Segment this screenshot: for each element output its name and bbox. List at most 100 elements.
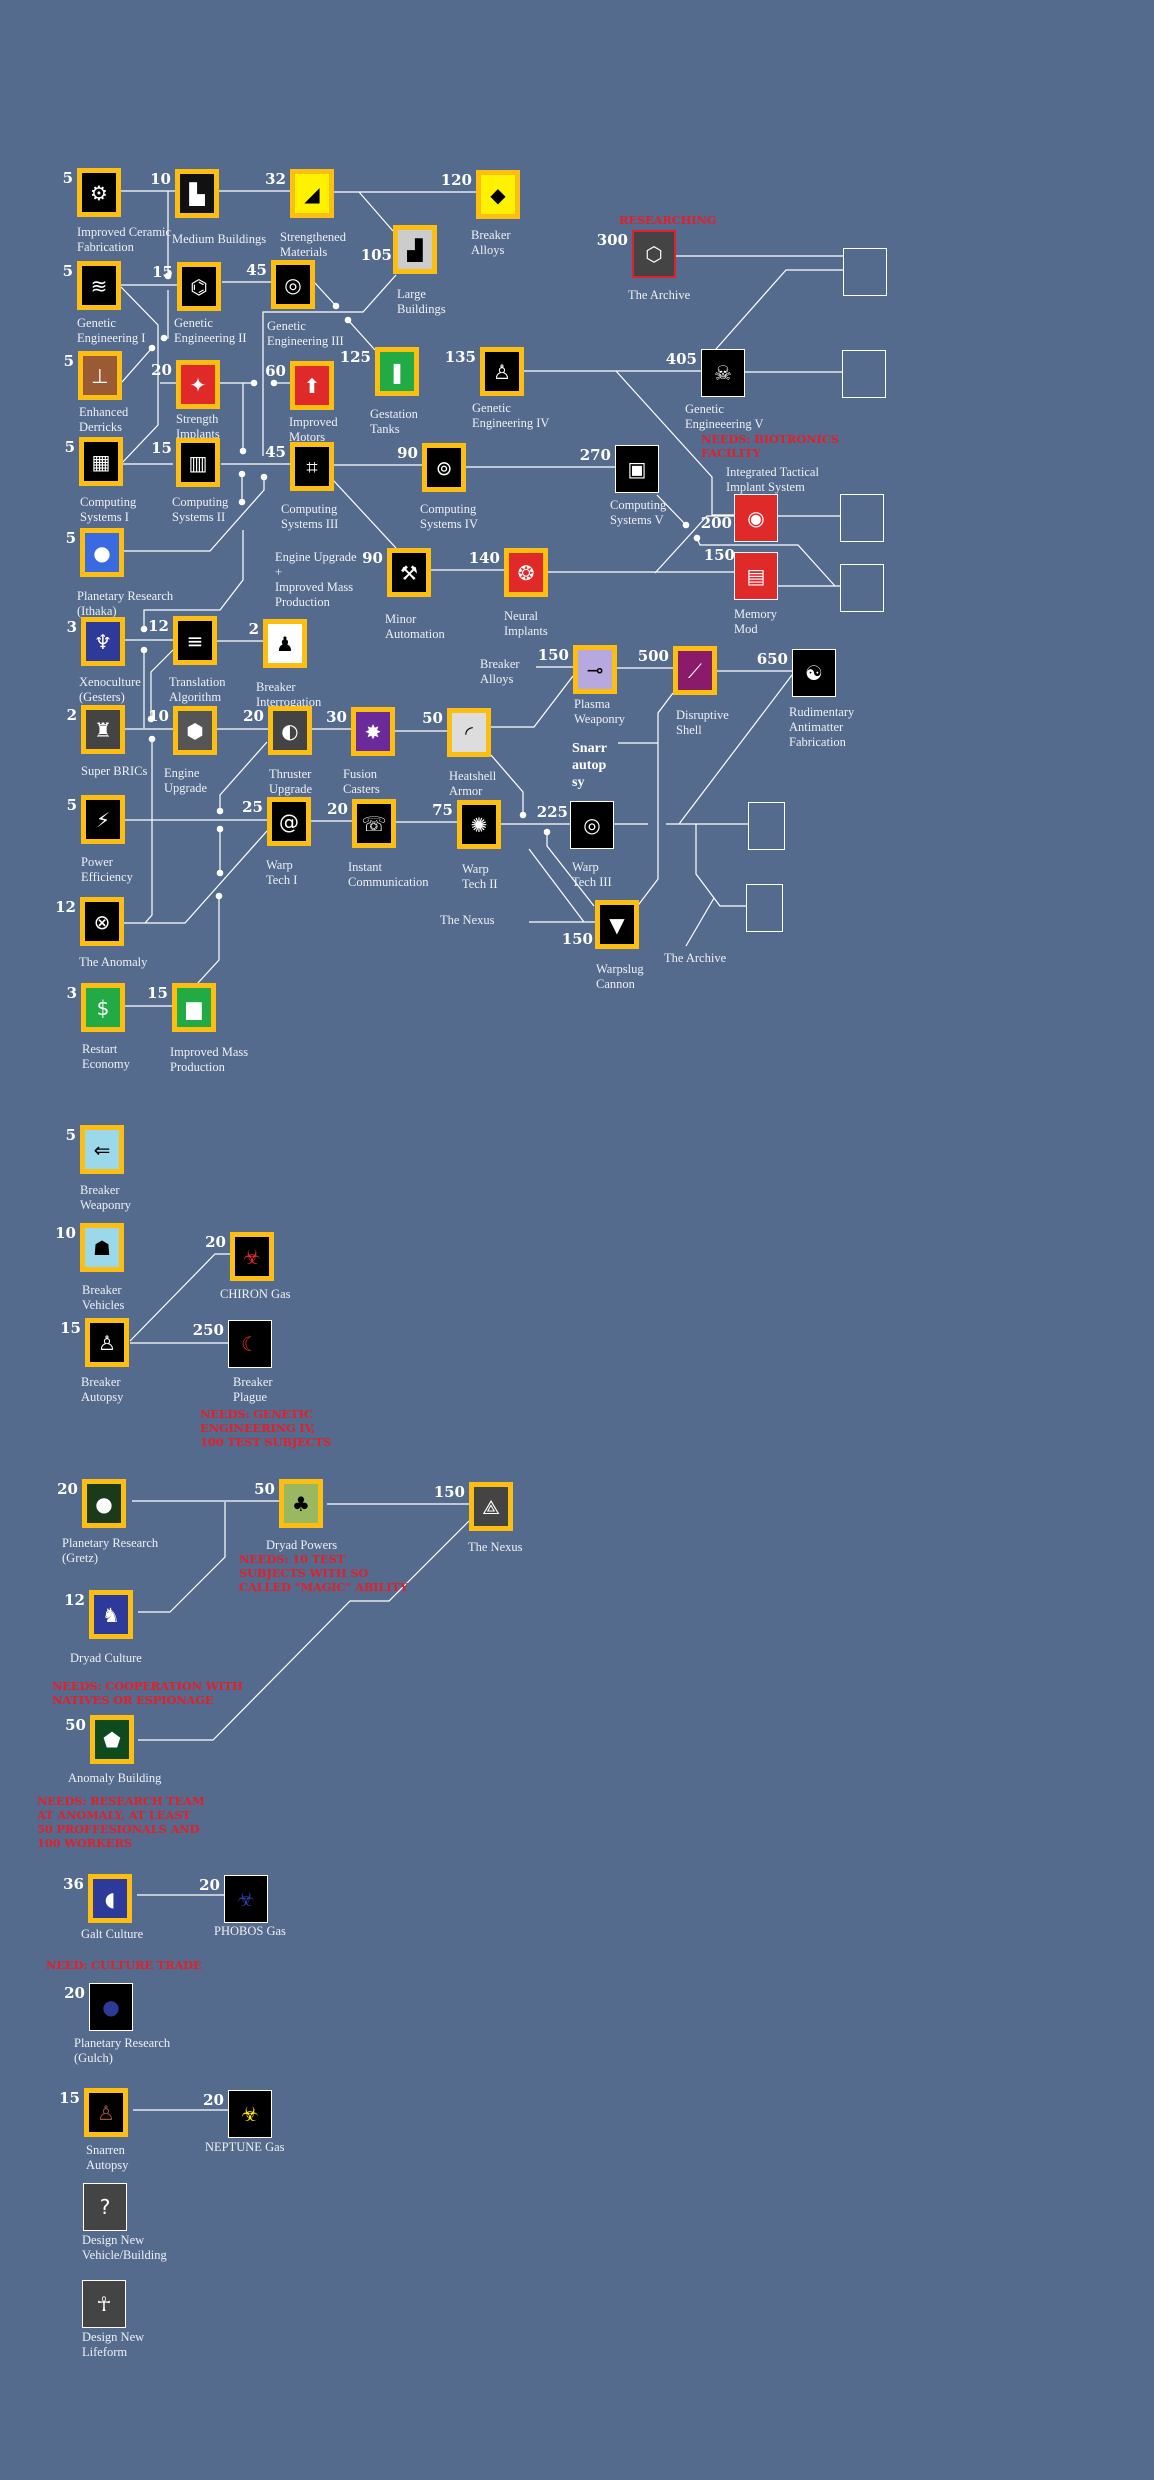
tech-node-anomaly-building[interactable]: ⬟ xyxy=(90,1715,134,1764)
tech-label: Large Buildings xyxy=(397,287,446,316)
tech-node-planetary-research-gretz[interactable]: ● xyxy=(82,1479,126,1528)
research-cost: 270 xyxy=(579,446,611,464)
tech-node-super-brics[interactable]: ♜ xyxy=(81,705,125,754)
tech-node-gestation-tanks[interactable]: ❚ xyxy=(375,347,419,396)
tech-node-breaker-weaponry[interactable]: ⇐ xyxy=(80,1125,124,1174)
tech-node-computing-systems-iv[interactable]: ⊚ xyxy=(422,443,466,492)
research-cost: 15 xyxy=(152,263,173,281)
tech-label: Genetic Engineering III xyxy=(267,319,344,348)
tech-node-power-efficiency[interactable]: ⚡ xyxy=(81,795,125,844)
tech-node-design-new-lifeform[interactable]: ☥ xyxy=(82,2280,126,2328)
tech-node-improved-ceramic-fabrication[interactable]: ⚙ xyxy=(77,168,121,217)
tech-label: Engine Upgrade xyxy=(164,766,208,795)
starburst-icon: ✺ xyxy=(462,805,496,844)
tech-node-large-buildings[interactable]: ▟ xyxy=(393,225,437,274)
tech-node-breaker-vehicles[interactable]: ☗ xyxy=(80,1223,124,1272)
tech-node-phobos-gas[interactable]: ☣ xyxy=(224,1875,268,1923)
tech-node-genetic-engineering-i[interactable]: ≋ xyxy=(77,261,121,310)
glyphs-icon: ⟁ xyxy=(474,1487,508,1526)
tech-node-planetary-research-gulch[interactable]: ● xyxy=(89,1983,133,2031)
tech-node-warpslug-cannon[interactable]: ▼ xyxy=(595,900,639,949)
circuit-icon: ▦ xyxy=(84,442,118,481)
tech-label: Memory Mod xyxy=(734,607,778,636)
tech-node-genetic-engineeering-v[interactable]: ☠ xyxy=(701,349,745,397)
tech-node-strengthened-materials[interactable]: ◢ xyxy=(290,169,334,218)
tech-node-neural-implants[interactable]: ❂ xyxy=(504,548,548,597)
tech-node-translation-algorithm[interactable]: ≡ xyxy=(173,616,217,665)
tech-node-rudimentary-antimatter-fabrication[interactable]: ☯ xyxy=(792,649,836,697)
tech-node-genetic-engineering-iv[interactable]: ♙ xyxy=(480,347,524,396)
unknown-tech-slot[interactable] xyxy=(840,564,884,612)
tech-node-strength-implants[interactable]: ✦ xyxy=(176,360,220,409)
tech-node-chiron-gas[interactable]: ☣ xyxy=(230,1232,274,1281)
tech-label: Design New Vehicle/Building xyxy=(82,2233,167,2262)
research-cost: 300 xyxy=(596,231,628,249)
connection-line xyxy=(138,1502,226,1613)
molecule-icon: ⌬ xyxy=(182,267,216,306)
snarren-corpse-icon: ♙ xyxy=(89,2093,123,2132)
tech-node-breaker-plague[interactable]: ☾ xyxy=(228,1320,272,1368)
research-cost: 20 xyxy=(205,1233,226,1251)
unknown-tech-slot[interactable] xyxy=(746,884,783,932)
tech-node-restart-economy[interactable]: $ xyxy=(81,983,125,1032)
tech-node-fusion-casters[interactable]: ✸ xyxy=(351,707,395,756)
tech-node-xenoculture-gesters[interactable]: ♆ xyxy=(81,617,125,666)
tech-label: Genetic Engineering I xyxy=(77,316,146,345)
tech-node-breaker-interrogation[interactable]: ♟ xyxy=(263,619,307,668)
tech-node-genetic-engineering-iii[interactable]: ◎ xyxy=(271,260,315,309)
tech-node-neptune-gas[interactable]: ☣ xyxy=(228,2090,272,2138)
unknown-tech-slot[interactable] xyxy=(842,350,886,398)
tech-node-planetary-research-ithaka[interactable]: ● xyxy=(80,528,124,577)
tech-node-improved-mass-production[interactable]: ▆ xyxy=(172,983,216,1032)
tech-node-engine-upgrade[interactable]: ⬢ xyxy=(173,706,217,755)
tech-node-computing-systems-v[interactable]: ▣ xyxy=(615,445,659,493)
tech-node-warp-tech-iii[interactable]: ◎ xyxy=(570,801,614,849)
tech-node-enhanced-derricks[interactable]: ⊥ xyxy=(78,351,122,400)
tech-node-integrated-tactical-implant-system[interactable]: ◉ xyxy=(734,494,778,542)
research-cost: 20 xyxy=(243,707,264,725)
unknown-tech-slot[interactable] xyxy=(748,802,785,850)
connection-line xyxy=(123,477,265,552)
tech-node-computing-systems-iii[interactable]: ⌗ xyxy=(290,442,334,491)
tech-node-breaker-autopsy[interactable]: ♙ xyxy=(85,1318,129,1367)
tech-node-breaker-alloys[interactable]: ◆ xyxy=(476,170,520,219)
tech-node-warp-tech-i[interactable]: @ xyxy=(267,797,311,846)
junction-dot xyxy=(332,302,340,310)
tech-label: Warp Tech I xyxy=(266,858,298,887)
junction-dot xyxy=(148,735,156,743)
tech-node-warp-tech-ii[interactable]: ✺ xyxy=(457,800,501,849)
tech-node-dryad-powers[interactable]: ♣ xyxy=(279,1479,323,1528)
skull-dna-icon: ☠ xyxy=(702,350,744,396)
tech-node-computing-systems-i[interactable]: ▦ xyxy=(79,437,123,486)
tech-node-computing-systems-ii[interactable]: ▥ xyxy=(176,438,220,487)
humanoid-dna-icon: ♙ xyxy=(485,352,519,391)
tech-node-the-archive[interactable]: ⬡ xyxy=(632,230,676,278)
tech-node-thruster-upgrade[interactable]: ◐ xyxy=(268,706,312,755)
claw-icon: ☾ xyxy=(229,1321,271,1367)
tech-node-medium-buildings[interactable]: ▙ xyxy=(175,169,219,218)
tech-node-memory-mod[interactable]: ▤ xyxy=(734,552,778,600)
research-cost: 20 xyxy=(151,361,172,379)
tech-node-snarren-autopsy[interactable]: ♙ xyxy=(84,2088,128,2137)
tech-node-improved-motors[interactable]: ⬆ xyxy=(290,361,334,410)
tech-node-the-nexus[interactable]: ⟁ xyxy=(469,1482,513,1531)
junction-dot xyxy=(164,272,172,280)
junction-dot xyxy=(239,447,247,455)
research-cost: 90 xyxy=(362,549,383,567)
prerequisite-label-snarr: Snarr autop sy xyxy=(572,741,607,790)
tech-node-dryad-culture[interactable]: ♞ xyxy=(89,1590,133,1639)
tech-node-plasma-weaponry[interactable]: ⊸ xyxy=(573,645,617,694)
tech-node-instant-communication[interactable]: ☏ xyxy=(352,799,396,848)
tech-node-the-anomaly[interactable]: ⊗ xyxy=(80,897,124,946)
tech-node-heatshell-armor[interactable]: ◜ xyxy=(447,708,491,757)
tech-node-genetic-engineering-ii[interactable]: ⌬ xyxy=(177,262,221,311)
tech-node-disruptive-shell[interactable]: ⟋ xyxy=(673,646,717,695)
unknown-tech-slot[interactable] xyxy=(840,494,884,542)
tech-node-design-new-vehicle-building[interactable]: ? xyxy=(83,2183,127,2231)
unknown-tech-slot[interactable] xyxy=(843,248,887,296)
junction-dot xyxy=(238,498,246,506)
junction-dot xyxy=(147,715,155,723)
tech-label: Gestation Tanks xyxy=(370,407,418,436)
tech-node-minor-automation[interactable]: ⚒ xyxy=(387,548,431,597)
tech-node-galt-culture[interactable]: ◖ xyxy=(88,1874,132,1923)
